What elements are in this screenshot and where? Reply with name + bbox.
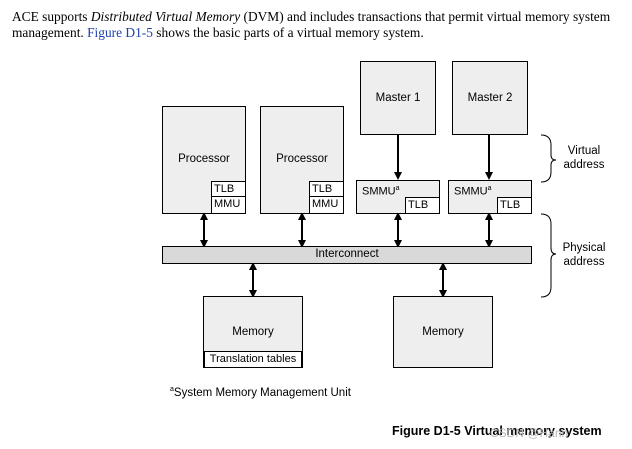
physical-address-line-1: Physical bbox=[562, 242, 606, 254]
master-1-label: Master 1 bbox=[375, 92, 421, 104]
master-2-label: Master 2 bbox=[467, 92, 513, 104]
master-1-box: Master 1 bbox=[360, 61, 436, 135]
watermark: CSDN @Hann bbox=[490, 426, 569, 440]
interconnect-label: Interconnect bbox=[315, 248, 379, 260]
processor-2-mmu: MMU bbox=[309, 196, 344, 214]
intro-text-2: (DVM) and includes transactions that per… bbox=[12, 9, 611, 40]
virtual-address-label: Virtual address bbox=[558, 144, 610, 172]
smmu-1-box: SMMUa TLB bbox=[356, 180, 440, 214]
physical-address-brace bbox=[540, 213, 557, 298]
memory-1-label: Memory bbox=[232, 326, 274, 338]
virtual-address-brace bbox=[540, 134, 557, 183]
processor-2-label: Processor bbox=[276, 153, 328, 165]
smmu-2-box: SMMUa TLB bbox=[448, 180, 532, 214]
processor-1-box: Processor TLB MMU bbox=[162, 106, 246, 214]
smmu-2-note-mark: a bbox=[487, 185, 492, 192]
physical-address-line-2: address bbox=[563, 256, 605, 268]
master-2-box: Master 2 bbox=[452, 61, 528, 135]
virtual-address-line-2: address bbox=[563, 159, 605, 171]
smmu-1-label: SMMUa bbox=[360, 182, 408, 198]
footnote: aSystem Memory Management Unit bbox=[170, 386, 351, 399]
processor-1-tlb: TLB bbox=[211, 181, 246, 197]
intro-paragraph: ACE supports Distributed Virtual Memory … bbox=[12, 9, 622, 41]
footnote-text: System Memory Management Unit bbox=[173, 386, 351, 399]
smmu-1-note-mark: a bbox=[395, 185, 400, 192]
processor-2-tlb: TLB bbox=[309, 181, 344, 197]
processor-1-label: Processor bbox=[178, 153, 230, 165]
smmu-1-text: SMMU bbox=[362, 185, 396, 198]
intro-dvm-italic: Distributed Virtual Memory bbox=[90, 9, 241, 24]
intro-text-3: shows the basic parts of a virtual memor… bbox=[152, 25, 424, 40]
smmu-1-tlb: TLB bbox=[405, 197, 440, 214]
intro-text-1: ACE supports bbox=[12, 9, 91, 24]
interconnect-bar: Interconnect bbox=[162, 246, 532, 264]
processor-1-mmu: MMU bbox=[211, 196, 246, 214]
processor-2-box: Processor TLB MMU bbox=[260, 106, 344, 214]
virtual-address-line-1: Virtual bbox=[567, 145, 601, 157]
memory-2-box: Memory bbox=[393, 296, 493, 368]
memory-2-label: Memory bbox=[422, 326, 464, 338]
physical-address-label: Physical address bbox=[558, 241, 610, 269]
smmu-2-text: SMMU bbox=[454, 185, 488, 198]
smmu-2-label: SMMUa bbox=[452, 182, 500, 198]
translation-tables: Translation tables bbox=[204, 351, 302, 368]
figure-caption: Figure D1-5 Virtual memory system bbox=[392, 424, 602, 438]
smmu-2-tlb: TLB bbox=[497, 197, 532, 214]
figure-link[interactable]: Figure D1-5 bbox=[87, 25, 153, 40]
memory-1-box: Memory Translation tables bbox=[203, 296, 303, 368]
footnote-mark: a bbox=[170, 386, 174, 393]
